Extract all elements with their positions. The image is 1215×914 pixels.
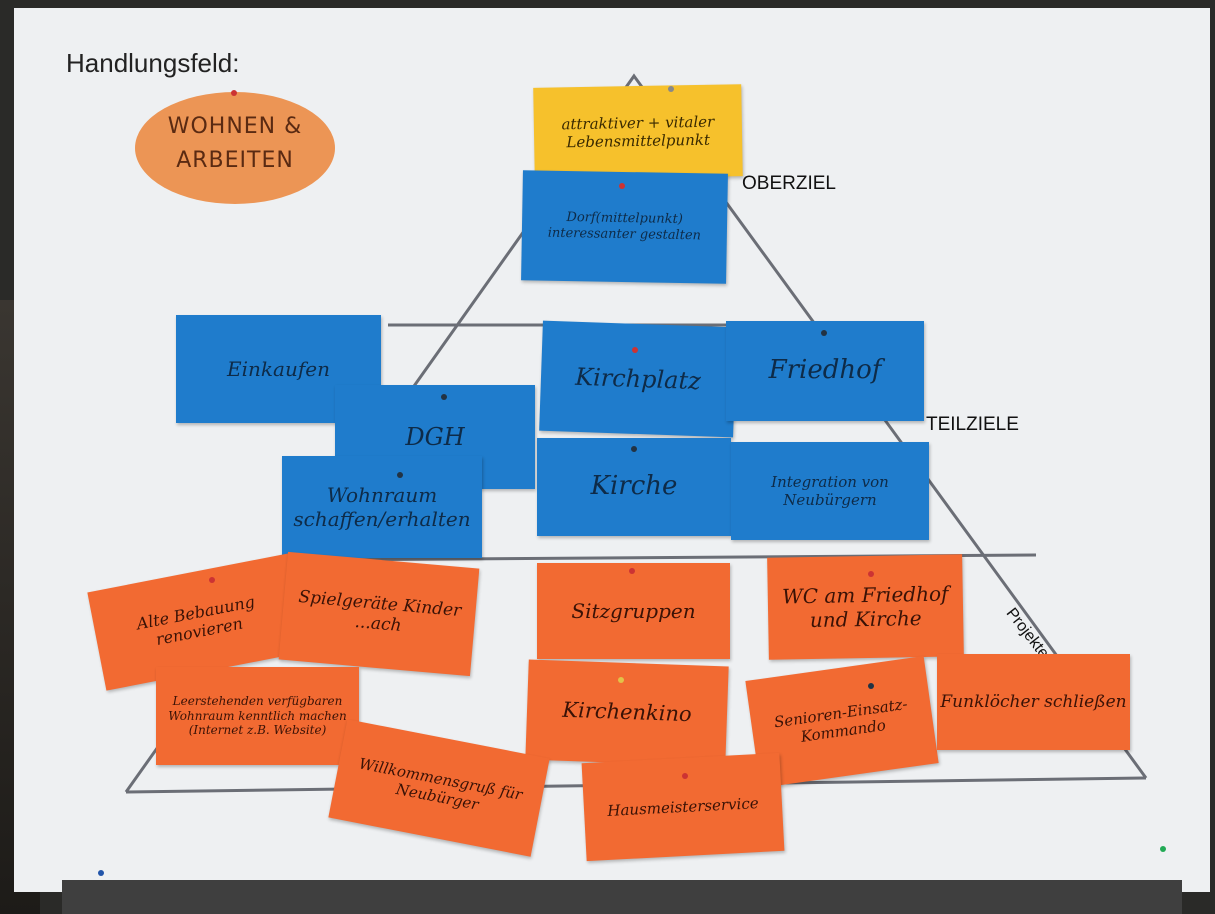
card-funkloecher: Funklöcher schließen (937, 654, 1130, 750)
card-kirchplatz: Kirchplatz (539, 320, 737, 438)
pin (632, 347, 638, 353)
card-einkaufen: Einkaufen (176, 315, 381, 423)
pin (98, 870, 104, 876)
card-spielgeraete: Spielgeräte Kinder ...ach (278, 551, 480, 677)
level-label-teilziele: TEILZIELE (926, 414, 1019, 435)
card-kirche: Kirche (537, 438, 731, 536)
pin (668, 86, 674, 92)
pin (1160, 846, 1166, 852)
topic-line-2: ARBEITEN (176, 148, 294, 173)
pin (209, 577, 215, 583)
card-kirchenkino: Kirchenkino (525, 659, 729, 767)
card-friedhof: Friedhof (726, 321, 924, 421)
pin (441, 394, 447, 400)
board-stand (62, 880, 1182, 914)
pin (868, 571, 874, 577)
pin (619, 183, 625, 189)
card-leerstehend: Leerstehenden verfügbaren Wohnraum kennt… (156, 667, 359, 765)
pin (231, 90, 237, 96)
pin (821, 330, 827, 336)
card-wc: WC am Friedhof und Kirche (767, 554, 964, 660)
heading: Handlungsfeld: (66, 48, 240, 78)
card-wohnraum: Wohnraum schaffen/erhalten (282, 456, 482, 558)
topic-ellipse: WOHNEN & ARBEITEN (135, 92, 335, 204)
card-hausmeister: Hausmeisterservice (581, 752, 785, 862)
pin (868, 683, 874, 689)
pin (682, 773, 688, 779)
pin (631, 446, 637, 452)
pin (629, 568, 635, 574)
level-label-oberziel: OBERZIEL (742, 173, 836, 194)
card-sitzgruppen: Sitzgruppen (537, 563, 730, 659)
topic-line-1: WOHNEN & (167, 114, 303, 139)
pin (397, 472, 403, 478)
pin (618, 677, 624, 683)
card-oberziel: attraktiver + vitaler Lebensmittelpunkt (533, 84, 743, 180)
card-integration: Integration von Neubürgern (731, 442, 929, 540)
